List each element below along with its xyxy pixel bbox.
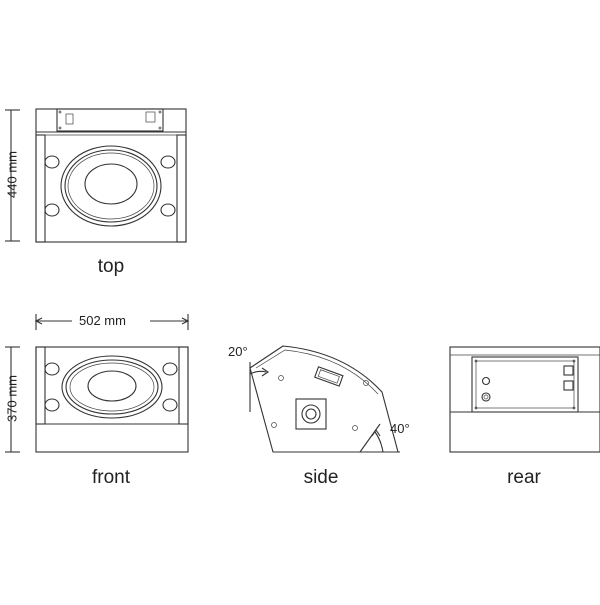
- width-dimension-label: 502 mm: [79, 313, 126, 328]
- top-view-label: top: [97, 256, 125, 277]
- rear-view-label: rear: [507, 467, 541, 488]
- rear-view-drawing: [449, 346, 600, 453]
- depth-dimension-label: 440 mm: [4, 151, 20, 198]
- upper-angle-marker: [249, 362, 269, 412]
- front-view-drawing: [5, 314, 190, 453]
- height-dimension-label: 370 mm: [4, 375, 20, 422]
- top-connector-plate: [56, 108, 164, 132]
- front-woofer: [61, 355, 163, 419]
- front-view-label: front: [91, 467, 131, 488]
- pole-mount: [295, 398, 327, 430]
- upper-angle-label: 20°: [228, 344, 248, 359]
- depth-dimension-line: [5, 109, 20, 242]
- side-enclosure-outline: [249, 345, 399, 453]
- rear-enclosure-outline: [449, 346, 600, 453]
- side-view-label: side: [303, 467, 339, 488]
- height-dimension-line: [5, 346, 20, 453]
- side-view-drawing: [249, 345, 400, 453]
- lower-angle-marker: [352, 423, 400, 453]
- lower-angle-label: 40°: [390, 421, 410, 436]
- top-view-drawing: [5, 108, 187, 243]
- top-woofer: [60, 145, 162, 227]
- rear-connector-panel: [471, 356, 579, 413]
- width-dimension-line: [34, 314, 190, 330]
